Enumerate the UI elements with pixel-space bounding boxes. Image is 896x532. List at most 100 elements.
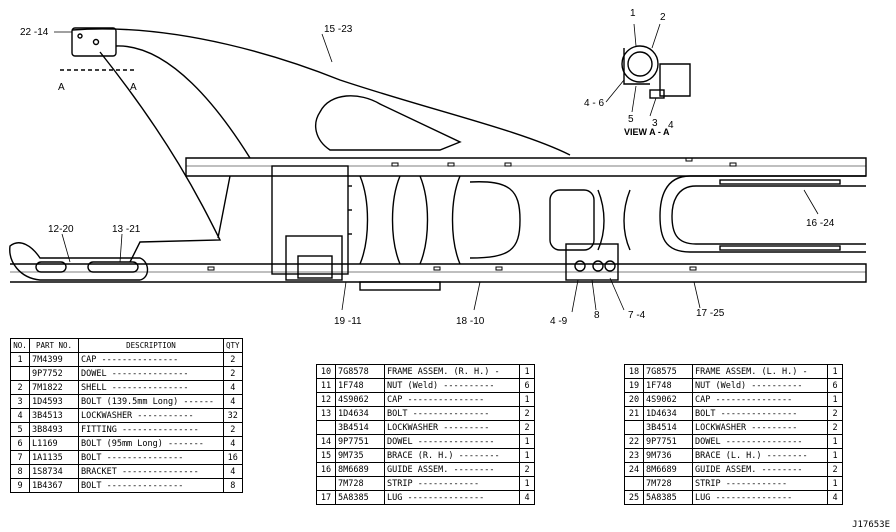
description: BOLT --------------- <box>78 450 224 465</box>
callout-16-24: 16 -24 <box>806 218 835 229</box>
qty: 1 <box>519 392 535 407</box>
description: CAP --------------- <box>78 352 224 367</box>
description: NUT (Weld) ---------- <box>384 378 520 393</box>
item-no: 19 <box>624 378 644 393</box>
part-no: 7M4399 <box>29 352 79 367</box>
header-qty: QTY <box>223 338 243 353</box>
callout-19-11: 19 -11 <box>334 316 362 327</box>
description: CAP --------------- <box>692 392 828 407</box>
qty: 2 <box>223 422 243 437</box>
qty: 2 <box>223 352 243 367</box>
item-no: 15 <box>316 448 336 463</box>
item-no <box>316 476 336 491</box>
description: STRIP ------------ <box>692 476 828 491</box>
guide-assembly-right <box>549 189 631 281</box>
description: GUIDE ASSEM. -------- <box>384 462 520 477</box>
qty: 1 <box>827 392 843 407</box>
item-no: 24 <box>624 462 644 477</box>
description: DOWEL --------------- <box>78 366 224 381</box>
part-no: 7G8575 <box>643 364 693 379</box>
callout-1: 1 <box>630 8 636 19</box>
qty: 32 <box>223 408 243 423</box>
part-no: 5A8385 <box>643 490 693 505</box>
callout-18-10: 18 -10 <box>456 316 485 327</box>
callout-4: 4 <box>668 120 674 131</box>
brace-arm <box>71 28 571 263</box>
item-no: 5 <box>10 422 30 437</box>
qty: 4 <box>223 464 243 479</box>
qty: 1 <box>519 448 535 463</box>
description: LOCKWASHER --------- <box>384 420 520 435</box>
description: DOWEL --------------- <box>384 434 520 449</box>
part-no: 4S9062 <box>643 392 693 407</box>
item-no: 18 <box>624 364 644 379</box>
callout-5: 5 <box>628 114 634 125</box>
callout-22-14: 22 -14 <box>20 27 49 38</box>
qty: 16 <box>223 450 243 465</box>
description: LUG --------------- <box>692 490 828 505</box>
part-no: L1169 <box>29 436 79 451</box>
description: BRACE (L. H.) -------- <box>692 448 828 463</box>
part-no: 1B4367 <box>29 478 79 493</box>
item-no: 14 <box>316 434 336 449</box>
qty: 2 <box>223 366 243 381</box>
header-part-no: PART NO. <box>29 338 79 353</box>
callout-8: 8 <box>594 310 600 321</box>
item-no: 21 <box>624 406 644 421</box>
part-no: 7M1822 <box>29 380 79 395</box>
center-housing <box>271 165 352 281</box>
callout-7-4: 7 -4 <box>628 310 646 321</box>
part-no: 5A8385 <box>335 490 385 505</box>
part-no: 3B4514 <box>643 420 693 435</box>
item-no: 23 <box>624 448 644 463</box>
part-no: 1D4634 <box>335 406 385 421</box>
guide-loop <box>659 175 866 253</box>
item-no: 16 <box>316 462 336 477</box>
callout-15-23: 15 -23 <box>324 24 353 35</box>
qty: 6 <box>827 378 843 393</box>
qty: 2 <box>827 420 843 435</box>
callout-2: 2 <box>660 12 666 23</box>
qty: 2 <box>827 406 843 421</box>
qty: 1 <box>827 448 843 463</box>
item-no <box>316 420 336 435</box>
qty: 1 <box>827 434 843 449</box>
callout-12-20: 12-20 <box>48 224 74 235</box>
part-no: 9M735 <box>335 448 385 463</box>
section-mark-a-right: A <box>130 82 137 93</box>
item-no: 13 <box>316 406 336 421</box>
part-no: 7G8578 <box>335 364 385 379</box>
description: FRAME ASSEM. (R. H.) - <box>384 364 520 379</box>
description: BOLT (139.5mm Long) ------ <box>78 394 224 409</box>
callout-4-6: 4 - 6 <box>584 98 604 109</box>
description: SHELL --------------- <box>78 380 224 395</box>
part-no: 1S8734 <box>29 464 79 479</box>
leader-lines <box>54 23 819 313</box>
item-no: 9 <box>10 478 30 493</box>
part-no: 3B4513 <box>29 408 79 423</box>
description: LOCKWASHER ----------- <box>78 408 224 423</box>
description: BOLT (95mm Long) ------- <box>78 436 224 451</box>
item-no: 12 <box>316 392 336 407</box>
section-mark-a-left: A <box>58 82 65 93</box>
